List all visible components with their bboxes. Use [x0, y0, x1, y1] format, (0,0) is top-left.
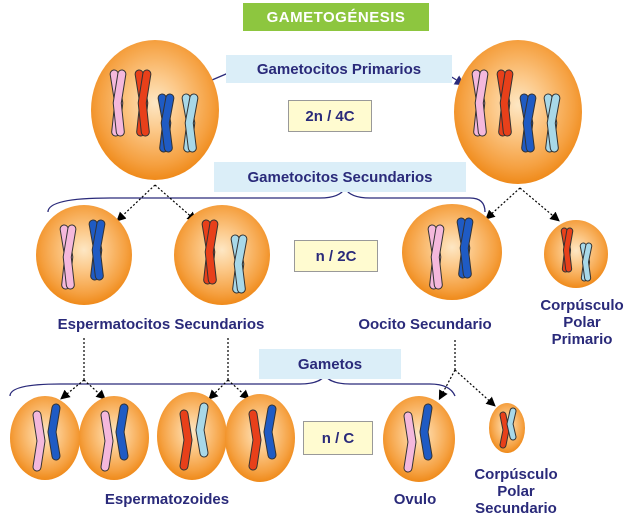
cell-ovulo — [383, 396, 455, 482]
chromosome-blue — [519, 93, 537, 153]
chromatid-lightblue — [506, 407, 517, 441]
cell-corpusculo-polar-primario — [544, 220, 608, 288]
chromatid-lightblue — [195, 402, 209, 458]
ploidy-primarios: 2n / 4C — [288, 100, 372, 132]
chromosome-lightblue — [543, 93, 561, 153]
label-gametocitos-primarios: Gametocitos Primarios — [226, 55, 452, 83]
label-corp-primario-line3: Primario — [551, 331, 613, 348]
chromosome-lightblue — [230, 234, 248, 294]
arrow-sperm-a2 — [83, 379, 106, 400]
arrow-sperm-a1 — [60, 379, 85, 400]
label-ovulo: Ovulo — [393, 491, 437, 508]
chromosome-blue — [88, 219, 106, 281]
arrow-sperm-b1 — [208, 379, 229, 400]
label-gametos: Gametos — [259, 349, 401, 379]
chromosome-blue — [157, 93, 175, 153]
label-gametocitos-secundarios: Gametocitos Secundarios — [214, 162, 466, 192]
label-oocito-secundario: Oocito Secundario — [358, 316, 492, 333]
chromatid-blue — [115, 403, 129, 461]
chromosome-lightblue — [181, 93, 199, 153]
arrow-corp-sec — [454, 369, 496, 407]
cell-espermatocito-secundario-2 — [174, 205, 270, 305]
label-corp-primario-line1: Corpúsculo — [540, 297, 624, 314]
chromosome-red — [496, 69, 514, 137]
chromosome-pink — [427, 224, 445, 290]
arrow-female-1 — [485, 187, 521, 220]
cell-gametocito-primario-femenino — [454, 40, 582, 184]
label-corp-secundario-line1: Corpúsculo — [474, 466, 558, 483]
chromosome-red — [560, 227, 574, 273]
label-espermatozoides: Espermatozoides — [104, 491, 230, 508]
cell-espermatozoide-3 — [157, 392, 227, 480]
cell-oocito-secundario — [402, 204, 502, 300]
chromosome-pink — [59, 224, 77, 290]
chromatid-red — [499, 411, 510, 449]
chromatid-pink — [100, 410, 114, 472]
arrow-sperm-b2 — [227, 379, 250, 400]
chromosome-blue — [456, 217, 474, 279]
chromatid-blue — [419, 403, 433, 461]
chromosome-red — [201, 219, 219, 285]
arrow-female-2 — [519, 187, 560, 222]
label-corpusculo-polar-secundario: Corpúsculo Polar Secundario — [462, 466, 570, 517]
page-title: GAMETOGÉNESIS — [243, 3, 429, 31]
chromatid-red — [179, 409, 193, 471]
chromosome-lightblue — [579, 242, 593, 282]
arrow-male-2 — [154, 184, 197, 222]
label-corp-primario-line2: Polar — [563, 314, 601, 331]
ploidy-secundarios: n / 2C — [294, 240, 378, 272]
chromatid-pink — [32, 410, 46, 472]
chromosome-pink — [109, 69, 127, 137]
cell-espermatozoide-2 — [79, 396, 149, 480]
chromatid-blue — [47, 403, 61, 461]
ploidy-gametos: n / C — [303, 421, 373, 455]
chromatid-blue — [263, 404, 277, 460]
chromosome-pink — [471, 69, 489, 137]
arrow-male-1 — [116, 184, 156, 222]
label-corp-secundario-line3: Secundario — [475, 500, 557, 517]
label-corp-secundario-line2: Polar — [497, 483, 535, 500]
chromosome-red — [134, 69, 152, 137]
cell-gametocito-primario-masculino — [91, 40, 219, 180]
label-corpusculo-polar-primario: Corpúsculo Polar Primario — [530, 297, 634, 348]
cell-espermatocito-secundario-1 — [36, 205, 132, 305]
chromatid-pink — [403, 411, 417, 473]
label-espermatocitos-secundarios: Espermatocitos Secundarios — [57, 316, 265, 333]
chromatid-red — [248, 409, 262, 471]
arrow-ovulo — [438, 369, 456, 401]
